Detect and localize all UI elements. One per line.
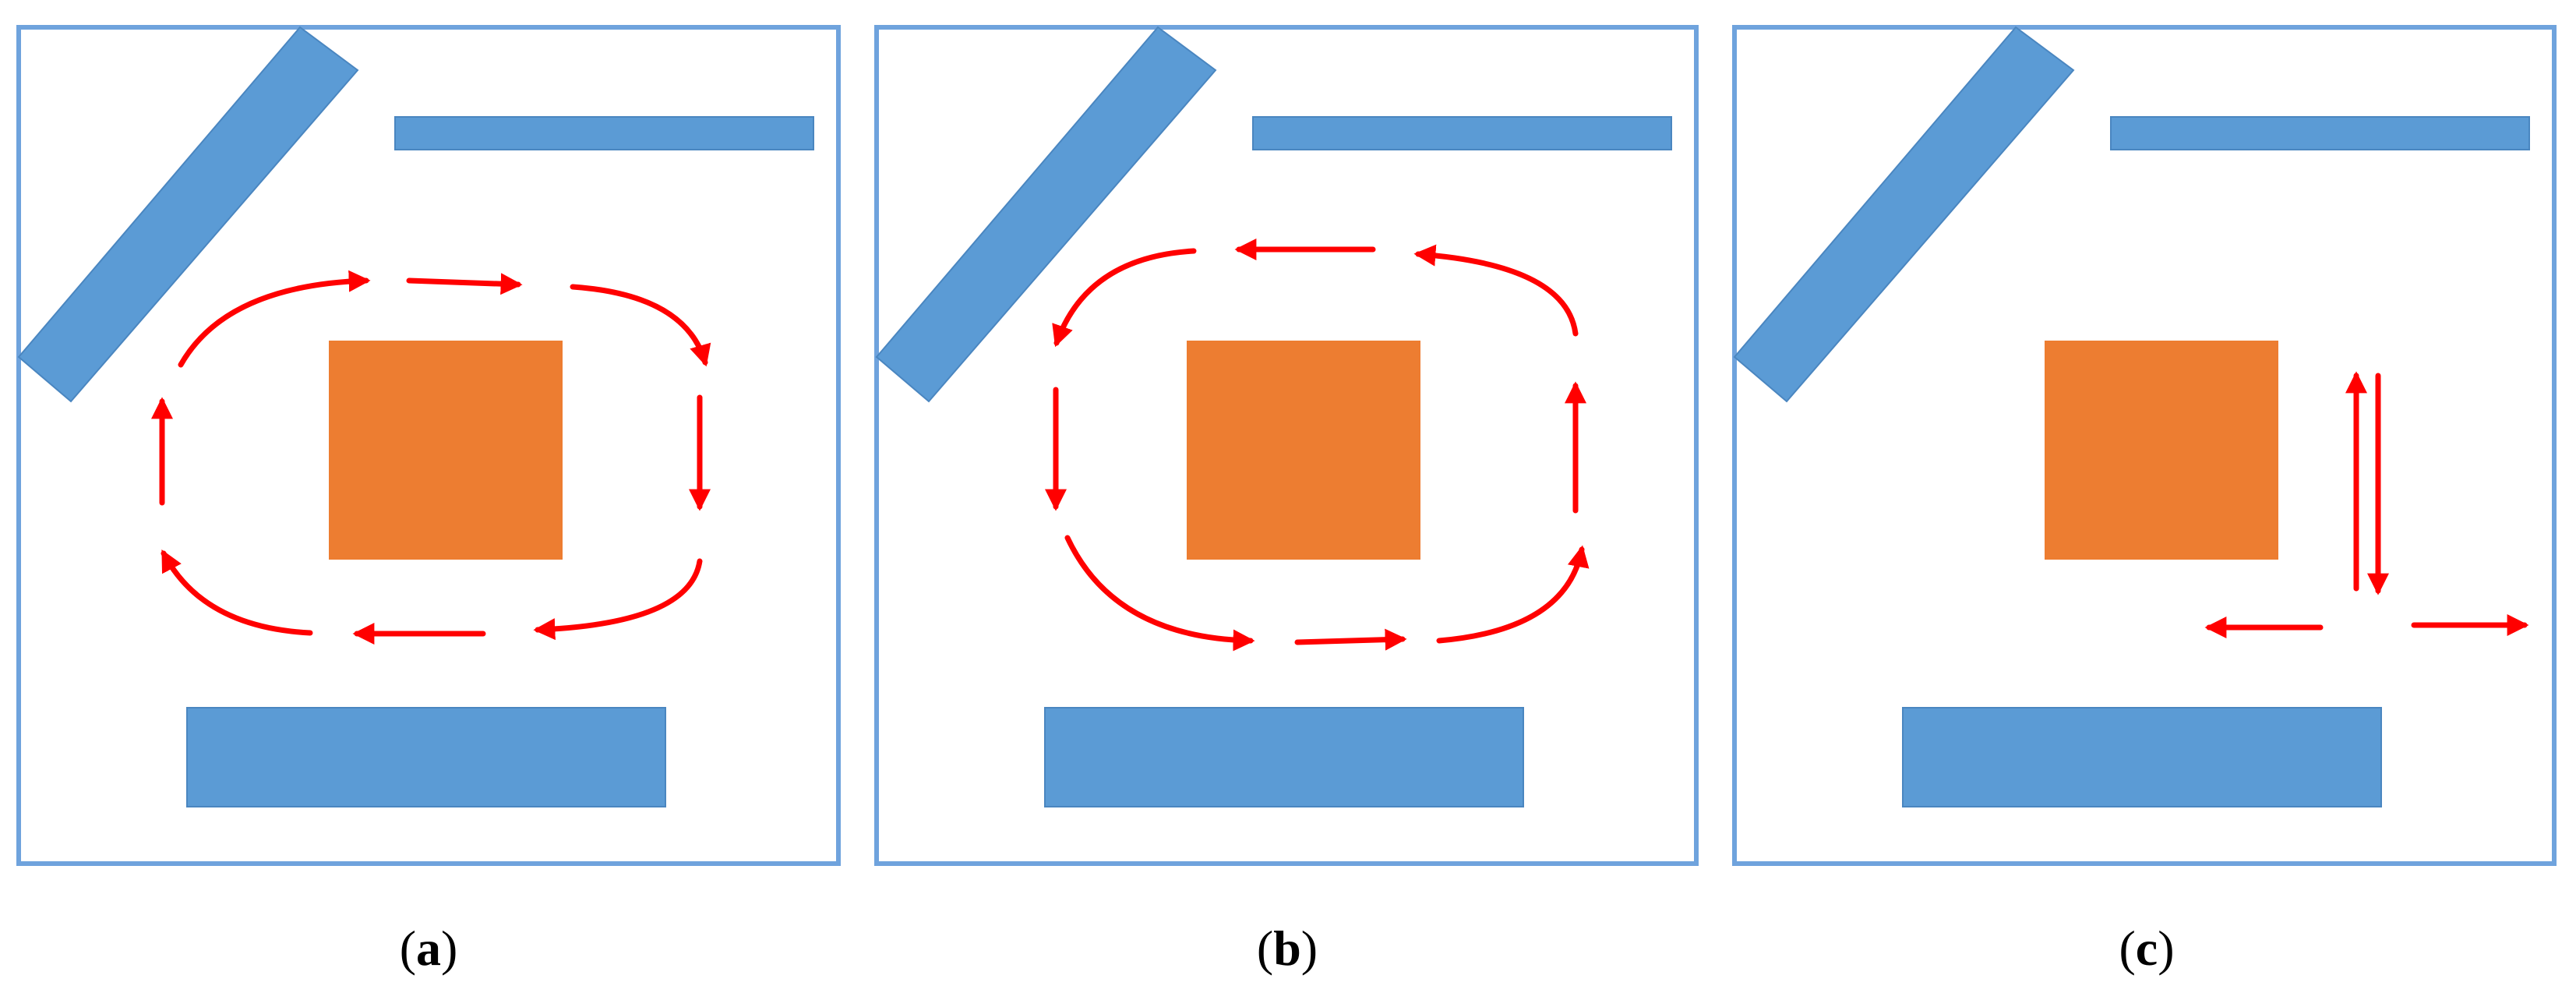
panel-c: (c) [1732, 25, 2557, 976]
flow-arrow [161, 549, 313, 636]
flow-arrow [406, 273, 523, 295]
panel-caption-a: (a) [400, 920, 458, 976]
flow-arrow [1436, 545, 1590, 644]
central-block-a [329, 341, 563, 560]
flow-arrow [533, 558, 703, 641]
flow-arrow [570, 284, 711, 367]
panel-caption-b: (b) [1257, 920, 1318, 976]
flow-arrow [1064, 535, 1255, 652]
flow-arrows-a [151, 270, 711, 645]
diagonal-wall-a [17, 26, 359, 403]
bottom-wall-c [1902, 707, 2382, 807]
panel-b: (b) [874, 25, 1699, 976]
diagonal-wall-b [875, 26, 1217, 403]
flow-arrow [1052, 248, 1197, 348]
bottom-wall-b [1044, 707, 1524, 807]
diagonal-wall-c [1733, 26, 2075, 403]
central-block-c [2045, 341, 2278, 560]
panel-a: (a) [16, 25, 841, 976]
flow-arrow [178, 270, 371, 368]
bottom-wall-a [186, 707, 666, 807]
panel-caption-c: (c) [2119, 920, 2174, 976]
top-wall-b [1252, 116, 1672, 150]
flow-arrows-b [1045, 239, 1590, 652]
flow-arrow [1413, 244, 1579, 337]
central-block-b [1187, 341, 1420, 560]
flow-arrow [1294, 628, 1407, 651]
top-wall-c [2110, 116, 2530, 150]
top-wall-a [394, 116, 814, 150]
flow-arrows-c [2204, 371, 2529, 638]
